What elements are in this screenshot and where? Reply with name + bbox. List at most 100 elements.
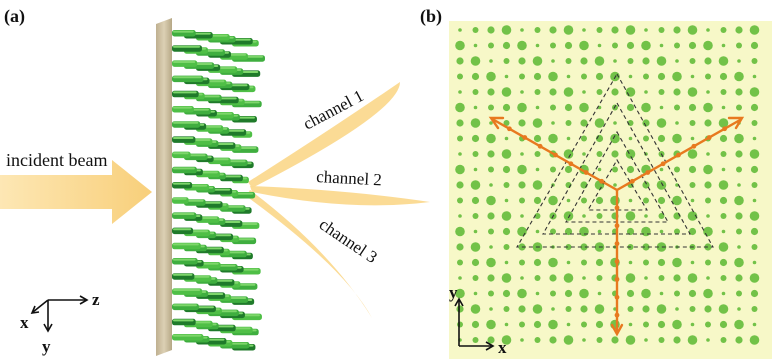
unit-cell-dot (534, 337, 541, 343)
unit-cell-dot (611, 26, 619, 34)
unit-cell-dot (719, 320, 728, 329)
pillar-highlight (173, 243, 199, 246)
unit-cell-dot (594, 56, 605, 66)
unit-cell-dot (458, 152, 462, 156)
unit-cell-dot (703, 226, 713, 237)
unit-cell-dot (735, 336, 743, 344)
unit-cell-dot (752, 322, 757, 327)
unit-cell-dot (721, 43, 726, 48)
unit-cell-dot (720, 213, 727, 219)
unit-cell-dot (532, 180, 543, 190)
unit-cell-dot (752, 136, 757, 141)
substrate (156, 18, 172, 356)
unit-cell-dot (489, 245, 493, 249)
unit-cell-dot (673, 26, 681, 34)
unit-cell-dot (501, 87, 512, 97)
unit-cell-dot (487, 274, 495, 282)
unit-cell-dot (487, 26, 495, 34)
unit-cell-dot (688, 41, 697, 50)
unit-cell-dot (658, 27, 665, 33)
unit-cell-dot (656, 304, 667, 314)
unit-cell-dot (596, 89, 603, 95)
unit-cell-dot (594, 118, 605, 128)
arrow-marker (614, 294, 620, 300)
arrow-marker (614, 241, 620, 247)
unit-cell-dot (689, 120, 696, 126)
unit-cell-dot (503, 182, 510, 188)
panel-b: (b) x y (420, 6, 772, 359)
incident-beam-label: incident beam (6, 150, 107, 170)
unit-cell-dot (658, 213, 665, 219)
unit-cell-dot (563, 211, 574, 221)
unit-cell-dot (721, 229, 726, 234)
unit-cell-dot (566, 260, 571, 265)
unit-cell-dot (642, 57, 650, 65)
unit-cell-dot (581, 197, 587, 204)
unit-cell-dot (721, 167, 726, 172)
pillar-highlight (173, 182, 191, 185)
unit-cell-dot (595, 320, 604, 329)
unit-cell-dot (751, 58, 758, 64)
axes-a (30, 295, 89, 333)
arrow-marker (614, 259, 620, 264)
unit-cell-dot (456, 119, 464, 127)
unit-cell-dot (706, 276, 710, 280)
unit-cell-dot (457, 197, 463, 204)
unit-cell-dot (504, 322, 509, 327)
unit-cell-dot (489, 59, 493, 63)
unit-cell-dot (550, 166, 556, 173)
unit-cell-dot (656, 118, 667, 128)
unit-cell-dot (659, 167, 664, 172)
unit-cell-dot (550, 290, 556, 297)
unit-cell-dot (579, 40, 589, 51)
unit-cell-dot (672, 319, 682, 330)
unit-cell-dot (486, 133, 496, 144)
unit-cell-dot (642, 243, 650, 251)
unit-cell-dot (488, 166, 494, 173)
unit-cell-dot (672, 195, 682, 206)
unit-cell-dot (597, 229, 602, 234)
unit-cell-dot (674, 290, 680, 297)
unit-cell-dot (705, 259, 711, 266)
axis-b-y: y (449, 283, 458, 302)
unit-cell-dot (456, 243, 464, 251)
unit-cell-dot (672, 133, 682, 144)
unit-cell-dot (690, 136, 695, 141)
unit-cell-dot (487, 212, 495, 220)
unit-cell-dot (721, 291, 726, 296)
unit-cell-dot (472, 27, 479, 33)
panel-b-label: (b) (420, 6, 442, 27)
pillar-highlight (221, 221, 241, 223)
unit-cell-dot (455, 226, 465, 237)
unit-cell-dot (718, 56, 729, 66)
unit-cell-dot (582, 152, 586, 156)
unit-cell-dot (718, 304, 729, 314)
unit-cell-dot (470, 56, 481, 66)
axis-a-z: z (92, 290, 100, 309)
unit-cell-dot (455, 40, 465, 51)
unit-cell-dot (565, 120, 572, 126)
unit-cell-dot (550, 42, 556, 49)
pillar-highlight (173, 304, 197, 307)
unit-cell-dot (611, 150, 619, 158)
unit-cell-dot (582, 90, 586, 94)
unit-cell-dot (565, 306, 572, 312)
unit-cell-dot (735, 274, 743, 282)
unit-cell-dot (596, 151, 603, 157)
unit-cell-dot (518, 305, 526, 313)
unit-cell-dot (628, 198, 633, 203)
unit-cell-dot (687, 211, 698, 221)
unit-cell-dot (706, 214, 710, 218)
unit-cell-dot (735, 26, 743, 34)
unit-cell-dot (457, 259, 463, 266)
pillar-highlight (173, 61, 196, 63)
unit-cell-dot (548, 195, 558, 206)
unit-cell-dot (565, 58, 572, 64)
unit-cell-dot (644, 90, 648, 94)
unit-cell-dot (533, 72, 542, 81)
unit-cell-dot (548, 257, 558, 268)
unit-cell-dot (473, 229, 478, 234)
unit-cell-dot (566, 322, 571, 327)
axes-b (454, 297, 495, 351)
unit-cell-dot (672, 71, 682, 82)
